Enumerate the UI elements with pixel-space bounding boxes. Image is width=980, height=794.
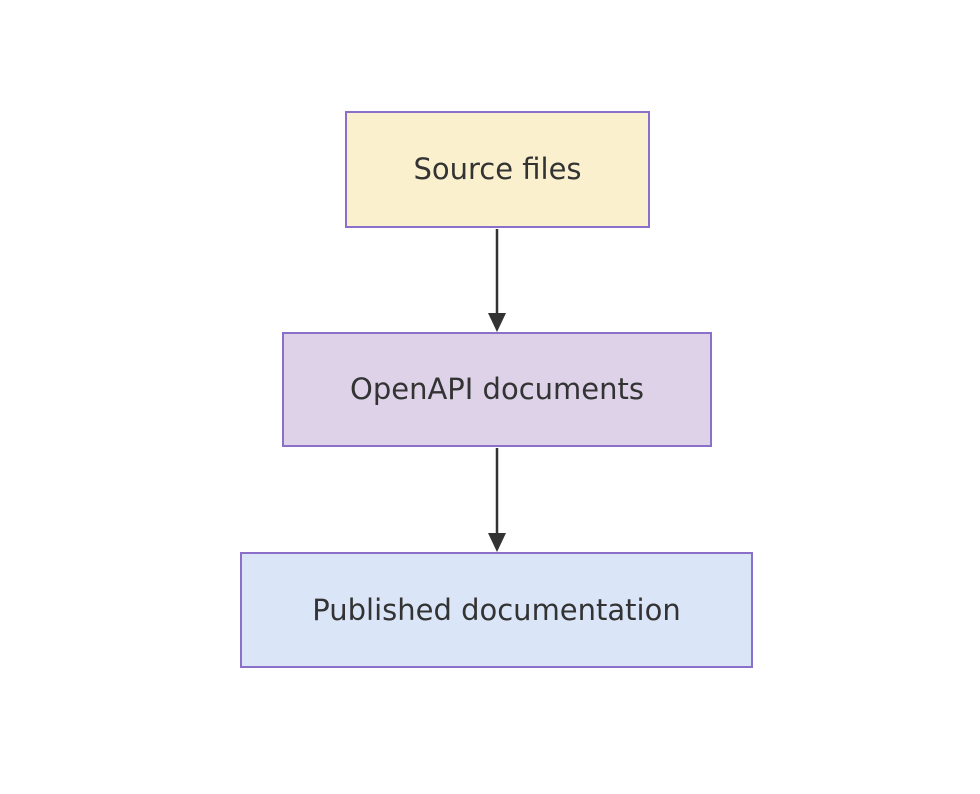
node-source-files: Source files <box>345 111 650 228</box>
arrowhead-down-icon <box>488 533 506 552</box>
node-source-files-label: Source files <box>413 152 582 187</box>
edge-openapi-to-published <box>488 448 506 552</box>
edge-source-to-openapi <box>488 229 506 332</box>
node-published-documentation: Published documentation <box>240 552 753 668</box>
node-published-documentation-label: Published documentation <box>312 592 681 627</box>
node-openapi-documents: OpenAPI documents <box>282 332 712 447</box>
node-openapi-documents-label: OpenAPI documents <box>350 372 644 407</box>
arrowhead-down-icon <box>488 313 506 332</box>
